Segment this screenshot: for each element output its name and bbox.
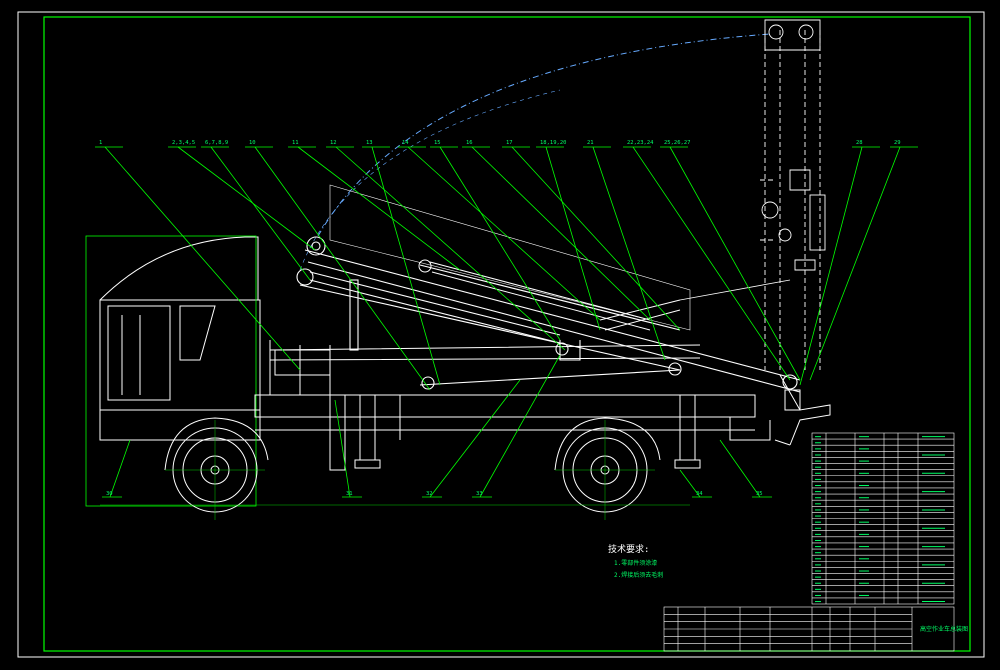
callout-leader-line <box>177 146 316 251</box>
lift-cylinder <box>418 259 791 331</box>
callout-label: 34 <box>696 491 703 497</box>
callout-leader-line <box>669 146 801 381</box>
callout-label: 14 <box>402 140 409 146</box>
callout-leader-line <box>511 146 681 331</box>
callout-label: 21 <box>587 140 594 146</box>
upright-boom-position <box>760 19 826 370</box>
callout-leaders: 1 2,3,4,5 6,7,8,9 10 11 12 13 14 15 16 17 18,19,20 2… <box>95 140 918 391</box>
callout-leader-line <box>632 146 791 381</box>
parts-list-table <box>811 432 955 605</box>
title-block <box>663 606 955 652</box>
callout-leader-line <box>297 146 461 271</box>
lower-callout-leaders: 30 31 32 33 34 35 <box>102 354 772 498</box>
truck-chassis <box>254 340 771 471</box>
callout-leader-line <box>371 146 441 386</box>
callout-leader-line <box>210 146 311 281</box>
callout-label: 2,3,4,5 <box>172 140 195 146</box>
callout-label: 32 <box>426 491 433 497</box>
callout-label: 18,19,20 <box>540 140 567 146</box>
callout-label: 13 <box>366 140 373 146</box>
rear-wheel <box>554 417 661 520</box>
callout-label: 1 <box>99 140 102 146</box>
callout-label: 31 <box>346 491 353 497</box>
tech-req-line-2: 2.焊接后须去毛刺 <box>614 571 663 579</box>
truck-cab <box>85 235 261 507</box>
callout-leader-line <box>109 439 131 498</box>
callout-leader-line <box>334 399 351 498</box>
boom-swing-arc <box>317 33 771 237</box>
telescopic-boom <box>296 184 801 393</box>
callout-label: 28 <box>856 140 863 146</box>
tech-req-line-1: 1.零部件须涂漆 <box>614 559 657 567</box>
callout-label: 11 <box>292 140 299 146</box>
callout-leader-line <box>479 354 561 498</box>
tech-req-title: 技术要求: <box>608 543 649 555</box>
callout-leader-line <box>719 439 761 498</box>
boom-swing-arc-inner <box>299 89 561 271</box>
title-block-drawing-name: 高空作业车总装图 <box>920 625 968 633</box>
callout-label: 6,7,8,9 <box>205 140 228 146</box>
callout-leader-line <box>679 469 701 498</box>
callout-label: 16 <box>466 140 473 146</box>
callout-leader-line <box>809 146 901 381</box>
technical-requirements-note: 技术要求: 1.零部件须涂漆 2.焊接后须去毛刺 <box>608 543 663 579</box>
callout-leader-line <box>104 146 301 371</box>
callout-label: 30 <box>106 491 113 497</box>
work-platform <box>774 374 831 446</box>
callout-label: 22,23,24 <box>627 140 654 146</box>
callout-label: 29 <box>894 140 901 146</box>
callout-leader-line <box>799 146 863 386</box>
sheet-outer-border <box>17 11 985 658</box>
callout-label: 25,26,27 <box>664 140 691 146</box>
callout-label: 10 <box>249 140 256 146</box>
callout-label: 33 <box>476 491 483 497</box>
callout-leader-line <box>592 146 666 361</box>
callout-leader-line <box>545 146 601 331</box>
callout-leader-line <box>254 146 431 391</box>
callout-label: 15 <box>434 140 441 146</box>
callout-leader-line <box>335 146 566 351</box>
callout-leader-line <box>429 379 521 498</box>
callout-label: 17 <box>506 140 513 146</box>
sheet-inner-border <box>43 16 971 652</box>
callout-leader-line <box>471 146 651 321</box>
callout-label: 12 <box>330 140 337 146</box>
callout-leader-line <box>407 146 601 321</box>
front-wheel <box>164 417 269 520</box>
callout-label: 35 <box>756 491 763 497</box>
callout-leader-line <box>439 146 561 341</box>
